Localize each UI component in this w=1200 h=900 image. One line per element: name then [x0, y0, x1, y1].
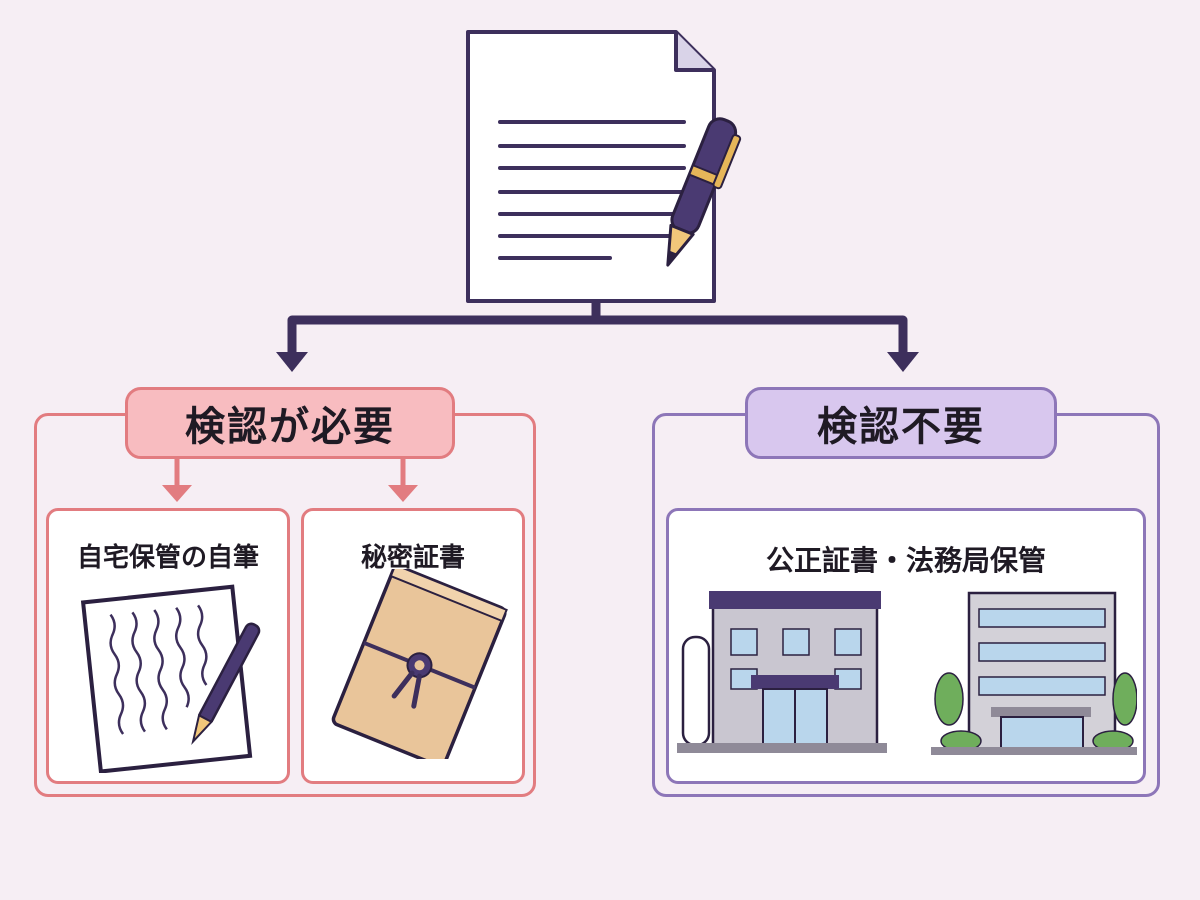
arrow-to-required — [276, 352, 308, 372]
notary-office-building-icon — [677, 591, 887, 753]
document-with-pen-icon — [466, 30, 742, 303]
legal-affairs-bureau-building-icon — [931, 591, 1137, 755]
handwritten-paper-icon — [80, 584, 261, 773]
secret-will-label: 秘密証書 — [360, 543, 465, 573]
arrow-to-not-required — [887, 352, 919, 372]
probate-not-required-label: 検認不要 — [745, 387, 1057, 459]
arrow-to-secret — [388, 485, 418, 502]
connector-branch — [287, 315, 908, 356]
secret-will-card: 秘密証書 — [301, 508, 525, 784]
arrow-to-holographic — [162, 485, 192, 502]
holographic-will-card: 自宅保管の自筆 — [46, 508, 290, 784]
holographic-will-label: 自宅保管の自筆 — [76, 543, 259, 573]
notarized-will-card: 公正証書・法務局保管 — [666, 508, 1146, 784]
probate-required-label: 検認が必要 — [125, 387, 455, 459]
notarized-will-label: 公正証書・法務局保管 — [765, 544, 1046, 577]
sealed-envelope-icon — [331, 569, 508, 759]
